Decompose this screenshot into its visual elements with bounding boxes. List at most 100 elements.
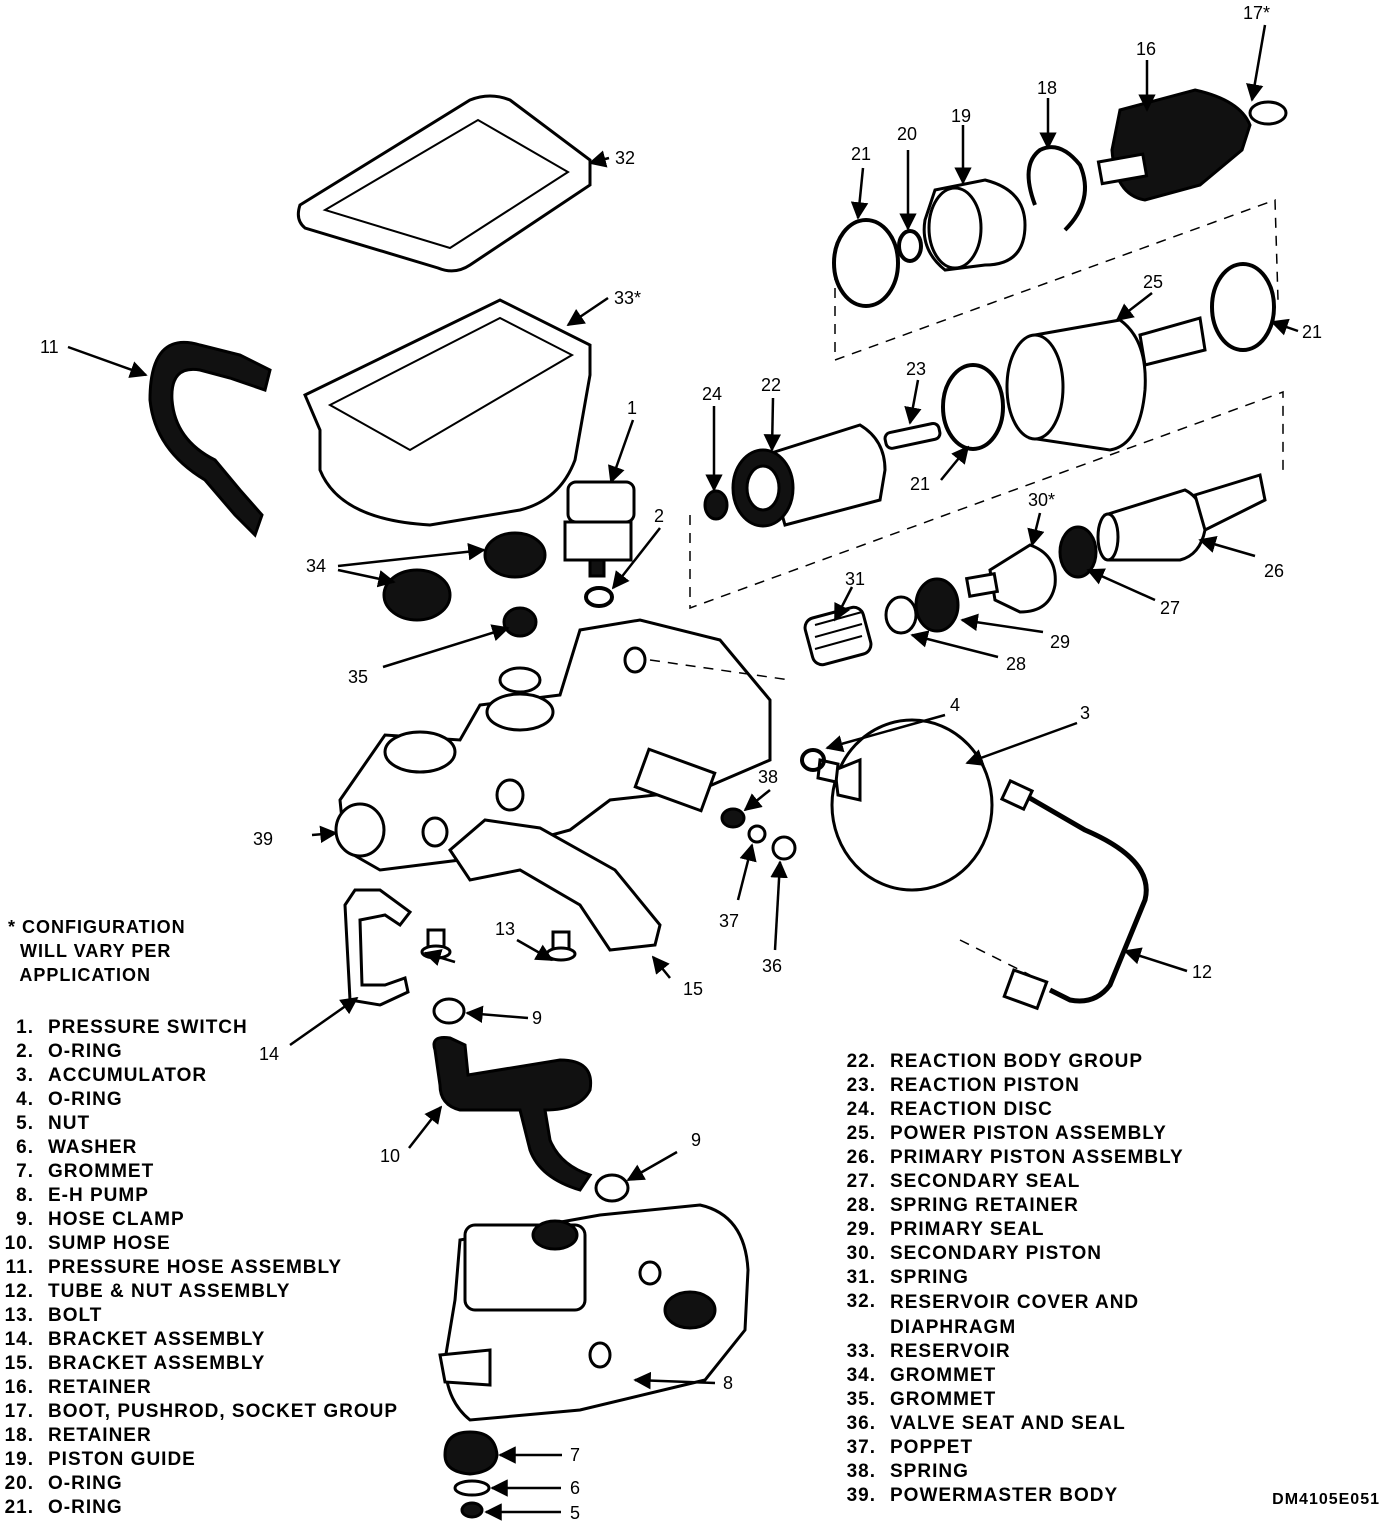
legend-item-number: 17. [4,1401,34,1422]
callout-21-right: 21 [1302,322,1322,342]
retainer-18-part [1026,145,1087,232]
reaction-body-part [731,423,887,528]
washer-6-part [453,1479,491,1497]
boot-pushrod-part [1096,88,1288,202]
legend-item-label: VALVE SEAT AND SEAL [890,1413,1126,1434]
legend-item-label: TUBE & NUT ASSEMBLY [48,1281,291,1302]
legend-item: 6.WASHER [0,1136,398,1160]
legend-item-number: 22. [846,1051,876,1072]
sump-hose-part [432,1036,593,1192]
legend-item-label: REACTION BODY GROUP [890,1051,1144,1072]
secondary-seal-27-part [1058,525,1098,579]
callout-3: 3 [1080,703,1090,723]
legend-item: 11.PRESSURE HOSE ASSEMBLY [0,1256,398,1280]
legend-item: 31.SPRING [840,1266,1184,1290]
callout-37: 37 [719,911,739,931]
callout-labels: 32 33* 11 1 2 34 35 39 13 15 14 9 10 9 8… [40,3,1322,1523]
legend-item-number: 21. [4,1497,34,1518]
reservoir-part [303,298,592,527]
legend-item-label: PRESSURE SWITCH [48,1017,248,1038]
callout-2: 2 [654,506,664,526]
bracket-15-part [448,818,662,952]
spring-retainer-28-part [884,595,918,635]
pressure-hose-part [148,340,272,538]
reservoir-cover-part [296,94,592,273]
reaction-disc-part [703,489,729,521]
callout-26: 26 [1264,561,1284,581]
legend-item-number: 5. [16,1113,34,1134]
drawing-code: DM4105E051 [1272,1491,1380,1508]
legend-item-number: 11. [5,1257,34,1278]
legend-item-label: RESERVOIR [890,1341,1011,1362]
legend-item-label: RETAINER [48,1377,152,1398]
callout-17: 17* [1243,3,1270,23]
legend-item-label: O-RING [48,1089,123,1110]
callout-29: 29 [1050,632,1070,652]
legend-item-number: 8. [16,1185,34,1206]
legend-item-label: E-H PUMP [48,1185,149,1206]
legend-item-number: 30. [846,1243,876,1264]
legend-item-label: GROMMET [890,1389,997,1410]
legend-item-label: BOOT, PUSHROD, SOCKET GROUP [48,1401,399,1422]
grommet-34b-part [483,531,547,579]
tube-nut-assembly-part [999,778,1149,1011]
legend-item-label: SPRING [890,1461,969,1482]
callout-30: 30* [1028,490,1055,510]
valve-seat-36-part [771,835,797,861]
legend-item-label: WASHER [48,1137,138,1158]
callout-4: 4 [950,695,960,715]
legend-item: 14. BRACKET ASSEMBLY [0,1328,398,1352]
legend-item-label: PISTON GUIDE [48,1449,196,1470]
legend-item-number: 14. [4,1329,34,1350]
legend-item-label: GROMMET [48,1161,155,1182]
legend-item-number: 1. [16,1017,34,1038]
legend-item: 27. SECONDARY SEAL [840,1170,1184,1194]
callout-6: 6 [570,1478,580,1498]
callout-34: 34 [306,556,326,576]
legend-item: 37.POPPET [840,1436,1184,1460]
legend-item-number: 37. [846,1437,876,1458]
alignment-line-middle [689,390,1284,610]
legend-item-number: 32. [846,1291,876,1312]
callout-21-top: 21 [851,144,871,164]
callout-33: 33* [614,288,641,308]
grommet-34a-part [382,568,452,622]
legend-item-number: 24. [846,1099,876,1120]
piston-guide-part [922,178,1027,272]
legend-item-label: POWERMASTER BODY [890,1485,1119,1506]
callout-10: 10 [380,1146,400,1166]
legend-item: 15.BRACKET ASSEMBLY [0,1352,398,1376]
legend-item: 34.GROMMET [840,1364,1184,1388]
o-ring-20-part [897,229,923,263]
legend-item: 38.SPRING [840,1460,1184,1484]
legend-item-number: 27. [846,1171,876,1192]
callout-35: 35 [348,667,368,687]
legend-item: 19.PISTON GUIDE [0,1448,398,1472]
legend-item: 20.O-RING [0,1472,398,1496]
poppet-37-part [747,824,767,844]
callout-32: 32 [615,148,635,168]
callout-25: 25 [1143,272,1163,292]
accumulator-part [816,718,994,892]
legend-item-label: REACTION DISC [890,1099,1053,1120]
o-ring-4-part [800,748,826,772]
legend-item-label: PRIMARY PISTON ASSEMBLY [890,1147,1184,1168]
legend-item: 3.ACCUMULATOR [0,1064,398,1088]
secondary-piston-part [964,543,1057,614]
legend-item: 1. PRESSURE SWITCH [0,1016,398,1040]
legend-item-label: SECONDARY SEAL [890,1171,1081,1192]
eh-pump-part [438,1203,750,1422]
legend-item-number: 36. [846,1413,876,1434]
callout-31: 31 [845,569,865,589]
powermaster-body-part [334,618,772,872]
legend-item-label: PRIMARY SEAL [890,1219,1045,1240]
legend-item: 29.PRIMARY SEAL [840,1218,1184,1242]
spring-31-part [803,605,873,667]
callout-24: 24 [702,384,722,404]
legend-item-label: BRACKET ASSEMBLY [48,1329,266,1350]
legend-item-label: SECONDARY PISTON [890,1243,1103,1264]
legend-item-label: BOLT [48,1305,103,1326]
legend-item: 25.POWER PISTON ASSEMBLY [840,1122,1184,1146]
